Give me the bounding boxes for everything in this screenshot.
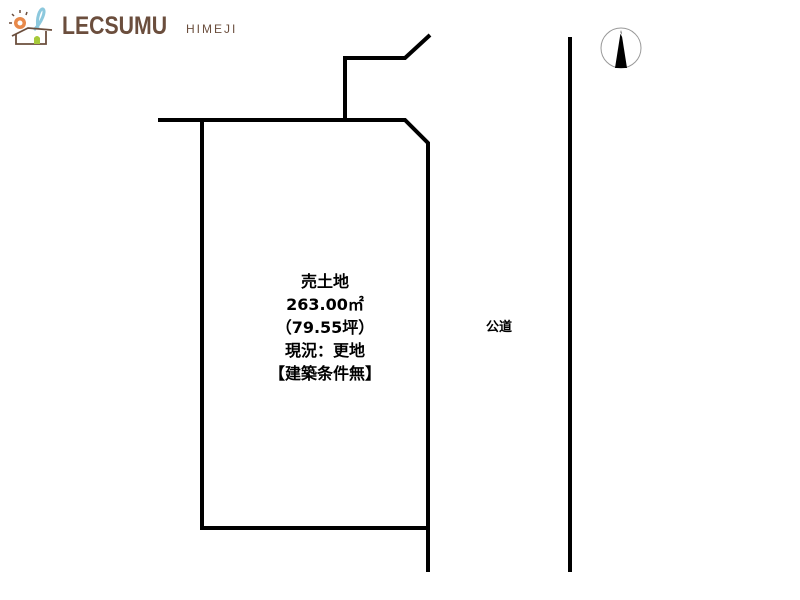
road-label: 公道 bbox=[486, 320, 513, 335]
plot-label: 売土地 263.00㎡ （79.55坪） 現況：更地 【建築条件無】 bbox=[250, 270, 400, 385]
compass-icon: N bbox=[600, 27, 642, 69]
plot-area-sqm: 263.00㎡ bbox=[286, 295, 364, 314]
plot-area-tsubo: （79.55坪） bbox=[275, 318, 375, 337]
plot-left-bottom bbox=[200, 120, 428, 530]
access-path bbox=[343, 33, 432, 120]
compass-north-label: N bbox=[618, 30, 624, 39]
plot-type: 売土地 bbox=[300, 272, 349, 291]
lecsumu-logo: LECSUMU HIMEJI bbox=[6, 6, 235, 46]
plot-boundary bbox=[158, 118, 430, 572]
logo-sub: HIMEJI bbox=[186, 22, 238, 36]
plot-condition: 【建築条件無】 bbox=[268, 364, 381, 383]
logo-brand: LECSUMU bbox=[62, 11, 168, 40]
plot-status: 現況：更地 bbox=[284, 341, 365, 360]
house-sun-logo-icon bbox=[9, 7, 53, 45]
